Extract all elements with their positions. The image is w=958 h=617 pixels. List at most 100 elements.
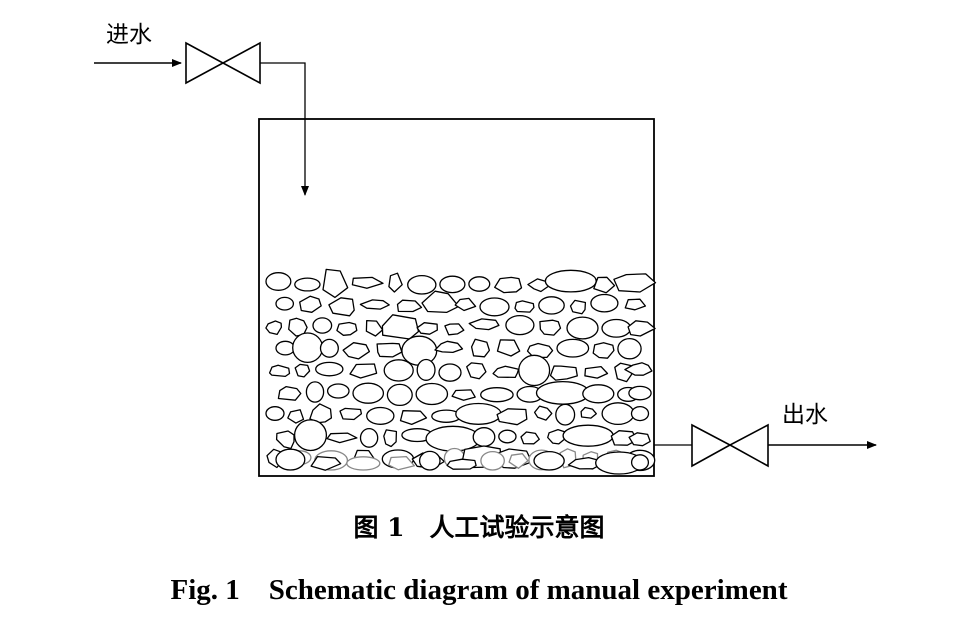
outlet-valve xyxy=(691,423,769,468)
gravel-stone xyxy=(610,430,638,446)
gravel-stone xyxy=(293,419,328,452)
gravel-stone xyxy=(582,384,615,404)
gravel-stone xyxy=(630,454,650,471)
gravel-stone xyxy=(470,338,491,358)
gravel-stone xyxy=(383,429,398,448)
inlet-valve xyxy=(185,41,261,85)
gravel-stone xyxy=(383,359,414,382)
gravel-stone xyxy=(468,318,500,331)
gravel-stone xyxy=(508,453,529,469)
caption-chinese: 图 1 人工试验示意图 xyxy=(353,513,605,542)
tank xyxy=(258,118,655,477)
gravel-stone xyxy=(294,363,311,378)
gravel-stone xyxy=(627,320,656,337)
gravel-stone xyxy=(416,322,438,335)
gravel-stone xyxy=(336,321,358,336)
gravel-stone xyxy=(315,361,344,377)
gravel-stone xyxy=(381,314,420,340)
gravel-stone xyxy=(628,385,652,401)
gravel-stone xyxy=(496,408,528,426)
gravel-stone xyxy=(544,269,597,293)
gravel-stone xyxy=(533,405,553,421)
gravel-stone xyxy=(556,338,590,358)
gravel-stone xyxy=(562,424,614,447)
gravel-bed xyxy=(265,268,657,475)
gravel-stone xyxy=(299,295,322,313)
gravel-stone xyxy=(494,276,523,294)
gravel-stone xyxy=(277,385,302,401)
gravel-stone xyxy=(538,296,565,315)
gravel-stone xyxy=(446,458,477,470)
gravel-stone xyxy=(444,323,465,336)
gravel-stone xyxy=(580,406,597,419)
gravel-stone xyxy=(539,319,562,336)
gravel-stone xyxy=(359,427,379,448)
gravel-stone xyxy=(496,339,521,357)
gravel-stone xyxy=(518,354,551,387)
gravel-stone xyxy=(601,402,635,426)
gravel-stone xyxy=(265,272,292,291)
gravel-stone xyxy=(468,276,491,292)
gravel-stone xyxy=(388,455,416,471)
gravel-stone xyxy=(376,342,403,358)
caption-english: Fig. 1 Schematic diagram of manual exper… xyxy=(170,574,788,606)
gravel-stone xyxy=(346,456,381,471)
gravel-stone xyxy=(533,450,565,471)
gravel-stone xyxy=(312,317,333,334)
gravel-stone xyxy=(505,314,535,336)
gravel-stone xyxy=(352,382,385,404)
gravel-stone xyxy=(275,296,295,311)
inlet-label: 进水 xyxy=(106,22,152,48)
gravel-stone xyxy=(326,432,358,444)
gravel-stone xyxy=(520,431,540,445)
gravel-stone xyxy=(624,362,653,376)
gravel-stone xyxy=(349,363,378,379)
gravel-stone xyxy=(294,277,321,292)
gravel-stone xyxy=(569,299,587,315)
gravel-stone xyxy=(624,298,647,311)
gravel-stone xyxy=(265,406,285,421)
gravel-stone xyxy=(630,405,650,422)
inlet-pipe xyxy=(260,62,309,196)
gravel-stone xyxy=(292,332,324,364)
gravel-stone xyxy=(388,272,403,293)
gravel-stone xyxy=(305,381,325,403)
gravel-stone xyxy=(418,450,441,471)
gravel-stone xyxy=(535,380,590,405)
gravel-stone xyxy=(472,427,496,447)
gravel-stone xyxy=(555,403,576,426)
gravel-stone xyxy=(342,342,371,360)
gravel-stone xyxy=(617,337,642,360)
gravel-stone xyxy=(265,320,283,336)
gravel-stone xyxy=(480,387,514,403)
gravel-stone xyxy=(584,365,609,379)
gravel-stone xyxy=(359,299,390,310)
gravel-stone xyxy=(326,383,350,399)
outlet-label: 出水 xyxy=(782,402,828,428)
gravel-stone xyxy=(351,276,384,289)
gravel-stone xyxy=(498,429,517,444)
gravel-stone xyxy=(466,362,487,380)
gravel-stone xyxy=(268,364,291,378)
gravel-stone xyxy=(275,340,296,356)
gravel-stone xyxy=(309,403,333,424)
gravel-stone xyxy=(407,274,437,295)
gravel-stone xyxy=(425,425,481,452)
gravel-stone xyxy=(339,407,363,421)
gravel-stone xyxy=(328,297,355,317)
gravel-stone xyxy=(455,402,502,425)
gravel-stone xyxy=(275,448,306,471)
gravel-stone xyxy=(451,389,476,401)
gravel-stone xyxy=(415,382,449,406)
gravel-stone xyxy=(590,293,619,313)
gravel-stone xyxy=(287,409,305,424)
gravel-stone xyxy=(366,406,395,425)
gravel-stone xyxy=(479,297,510,317)
gravel-stone xyxy=(365,319,384,337)
gravel-stone xyxy=(322,268,349,299)
gravel-stone xyxy=(492,365,520,379)
gravel-stone xyxy=(434,340,464,354)
gravel-stone xyxy=(439,275,466,294)
gravel-stone xyxy=(549,365,578,381)
